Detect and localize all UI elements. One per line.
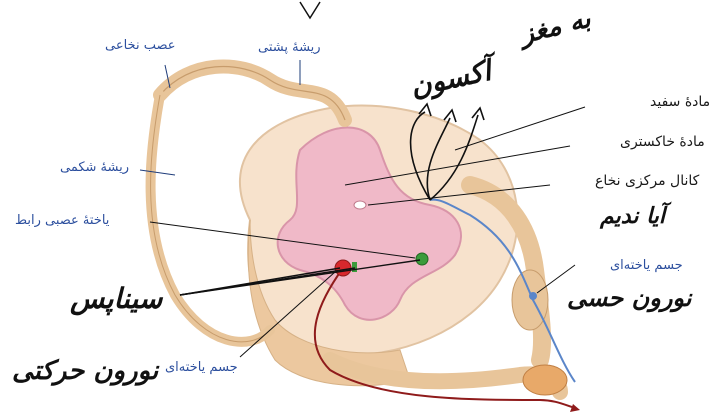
- hand-motor-neuron: نورون حرکتی: [12, 356, 158, 386]
- leader-ventral-root: [140, 170, 175, 175]
- label-interneuron: یاختهٔ عصبی رابط: [15, 213, 109, 228]
- hand-synapses: سیناپس: [70, 282, 162, 315]
- top-arrow: [300, 2, 320, 18]
- label-central-canal: کانال مرکزی نخاع: [595, 173, 699, 189]
- label-motor-cell-body: جسم یاخته‌ای: [165, 360, 238, 375]
- hand-sensory-neuron: نورون حسی: [567, 283, 692, 312]
- arrowhead-1: [444, 110, 456, 122]
- interneuron-cell-body: [416, 253, 428, 265]
- label-gray-matter: مادهٔ خاکستری: [620, 134, 705, 150]
- label-dorsal-root: ریشهٔ پشتی: [258, 40, 321, 55]
- motor-axon-arrowhead: [570, 404, 580, 412]
- label-ventral-root: ریشهٔ شکمی: [60, 160, 129, 175]
- label-white-matter: مادهٔ سفید: [650, 94, 710, 110]
- sensory-cell-body: [529, 292, 537, 300]
- hand-dendrite: آیا ندیم: [600, 203, 665, 229]
- dorsal-root-ganglion: [512, 270, 548, 330]
- leader-white-matter: [455, 107, 585, 150]
- nerve-end-bulb: [523, 365, 567, 395]
- label-sensory-cell-body: جسم یاخته‌ای: [610, 258, 683, 273]
- central-canal: [354, 201, 366, 209]
- arrowhead-2: [472, 108, 484, 120]
- label-spinal-nerve: عصب نخاعی: [105, 38, 176, 53]
